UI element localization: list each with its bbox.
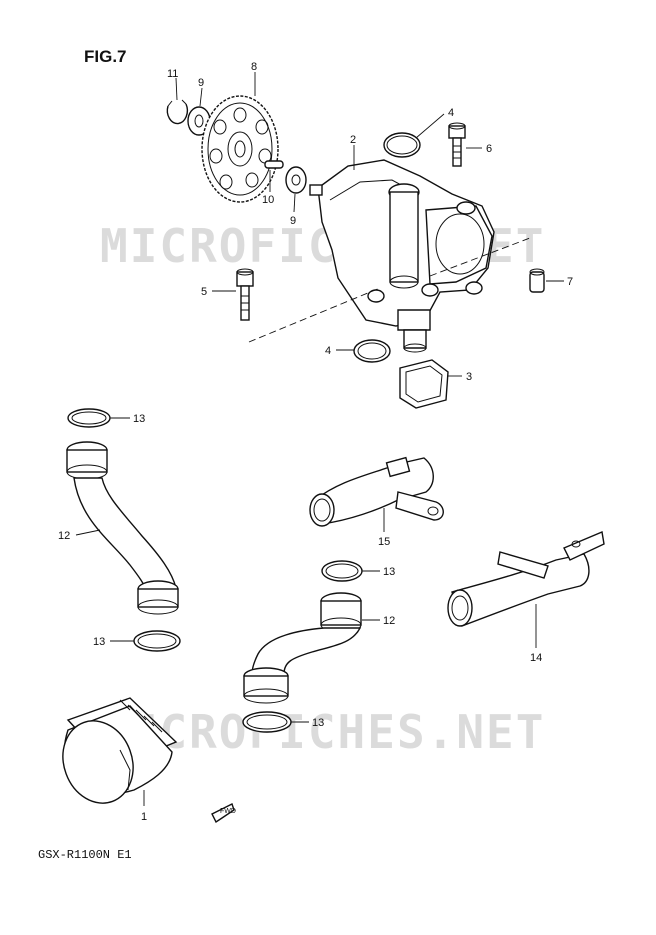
callout-12-center: 12 [383, 615, 395, 627]
callout-11: 11 [167, 68, 178, 80]
figure-title: FIG.7 [84, 47, 127, 66]
callout-1: 1 [141, 811, 147, 823]
pin-part [264, 160, 284, 169]
washer-part-2 [285, 166, 307, 194]
bolt-part [448, 122, 466, 167]
bolt-part-2 [236, 268, 254, 321]
callout-6: 6 [486, 143, 492, 155]
callout-3: 3 [466, 371, 472, 383]
callout-9-lower: 9 [290, 215, 296, 227]
oil-pipe-bracket-part [309, 456, 444, 527]
oil-pump-body [309, 159, 495, 353]
callout-5: 5 [201, 286, 207, 298]
o-ring-part-2 [353, 339, 391, 363]
o-ring-part-3 [67, 408, 111, 428]
callout-4-lower: 4 [325, 345, 331, 357]
callout-12-left: 12 [58, 530, 70, 542]
watermark-bottom: MICROFICHES.NET [100, 705, 545, 759]
pump-gear-part [201, 95, 279, 203]
callout-14: 14 [530, 652, 542, 664]
callout-15: 15 [378, 536, 390, 548]
callout-7: 7 [567, 276, 573, 288]
dowel-part [529, 268, 545, 293]
model-code: GSX-R1100N E1 [38, 848, 132, 862]
oil-pipe-part-2 [243, 592, 362, 704]
callout-13-bottom: 13 [312, 717, 324, 729]
fwd-label: FWD [220, 808, 236, 815]
forward-arrow-icon: FWD [211, 803, 236, 824]
o-ring-part-6 [242, 711, 292, 733]
callout-4-top: 4 [448, 107, 454, 119]
callout-13-left-lower: 13 [93, 636, 105, 648]
oil-pipe-bracket-part-2 [447, 531, 605, 627]
o-ring-part-5 [321, 560, 363, 582]
gasket-part [399, 359, 449, 409]
oil-pipe-part [66, 441, 179, 615]
callout-2: 2 [350, 134, 356, 146]
o-ring-part [383, 132, 421, 158]
callout-13-mid: 13 [383, 566, 395, 578]
o-ring-part-4 [133, 630, 181, 652]
circlip-part [166, 99, 189, 125]
callout-8: 8 [251, 61, 257, 73]
oil-filter-part [62, 697, 178, 804]
callout-9-top: 9 [198, 77, 204, 89]
callout-13-top-left: 13 [133, 413, 145, 425]
callout-10: 10 [262, 194, 274, 206]
